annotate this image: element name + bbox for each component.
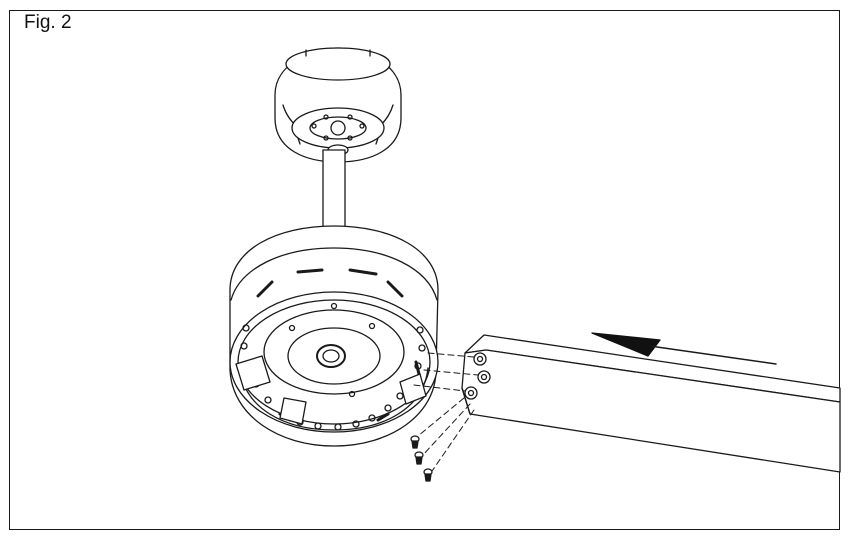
direction-arrow-icon — [591, 332, 777, 365]
figure-label: Fig. 2 — [24, 12, 72, 33]
blade-screws — [410, 435, 433, 482]
motor-housing — [229, 225, 439, 447]
alignment-guides — [413, 352, 479, 475]
fan-blade — [461, 334, 841, 473]
canopy — [274, 47, 402, 163]
screw — [410, 435, 420, 449]
figure-frame — [9, 10, 840, 530]
screw — [423, 468, 433, 482]
screw — [414, 451, 424, 465]
downrod — [322, 149, 346, 231]
